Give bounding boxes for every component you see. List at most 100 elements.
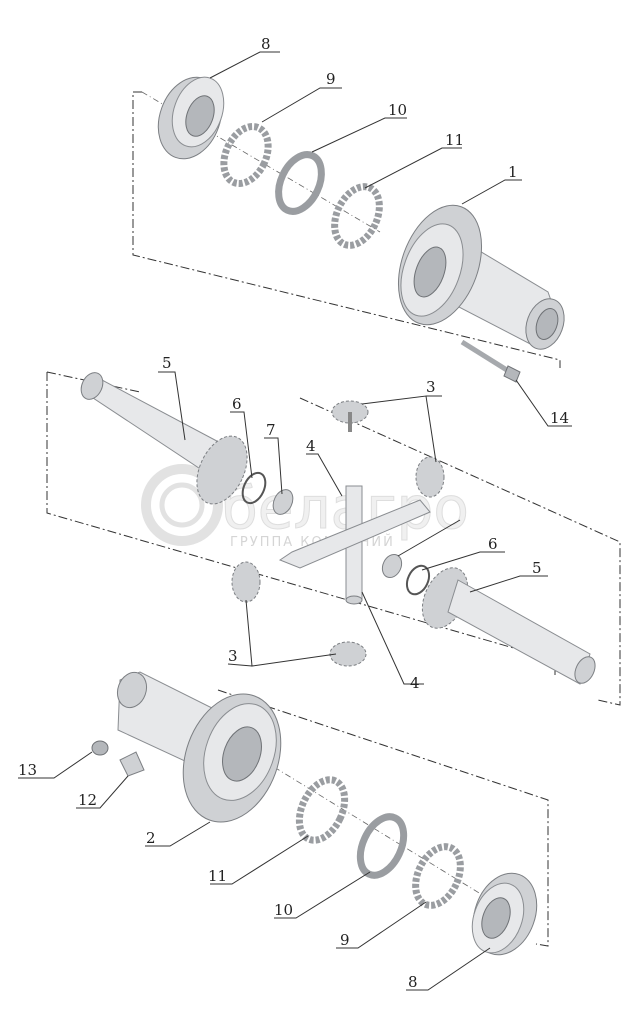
- leader-3-bottom-tail: [227, 663, 253, 667]
- label-9-bottom: 9: [340, 931, 350, 949]
- part-5-left-axle-gear: [80, 372, 248, 505]
- upper-frame-line: [132, 91, 561, 368]
- leader-12: [76, 775, 129, 809]
- part-6-right-ring-icon: [405, 564, 431, 596]
- bolt-shank-icon: [460, 339, 512, 375]
- part-12-lock-plate-icon: [119, 751, 145, 777]
- part-4-spider: [278, 485, 431, 605]
- label-11-bottom: 11: [208, 867, 227, 885]
- toothed-disc-icon: [331, 183, 383, 249]
- lower-axis-line: [229, 739, 516, 916]
- label-6-right: 6: [488, 535, 498, 553]
- bolt-head-icon: [503, 365, 521, 383]
- label-11-top: 11: [445, 131, 464, 149]
- part-3-satellite-bottom: [329, 641, 367, 667]
- housing-inner-icon: [222, 726, 262, 782]
- axle-shaft-icon: [447, 579, 591, 685]
- leader-10-bottom: [274, 871, 371, 919]
- part-6-left-ring-icon: [241, 471, 267, 505]
- part-5-right-axle-gear: [421, 567, 596, 685]
- leader-3-bottom: [245, 599, 337, 667]
- leader-4-bottom: [361, 591, 424, 685]
- part-3-satellite-left: [231, 561, 261, 603]
- label-7: 7: [266, 421, 276, 439]
- middle-right-frame-line: [299, 397, 621, 706]
- label-6-left: 6: [232, 395, 242, 413]
- part-1-housing: [397, 204, 565, 350]
- axle-end-icon: [80, 372, 104, 400]
- leader-1: [461, 179, 522, 205]
- part-10-bottom-plain-disc-icon: [356, 813, 408, 879]
- label-12: 12: [78, 791, 97, 809]
- leader-7-right: [397, 519, 461, 557]
- bevel-gear-icon: [231, 561, 261, 603]
- bevel-gear-icon: [415, 456, 445, 498]
- part-7-washer-icon: [272, 489, 294, 515]
- plain-disc-icon: [275, 151, 325, 215]
- spider-horizontal-arm-icon: [278, 499, 431, 569]
- axle-end-icon: [574, 656, 596, 684]
- leader-11-bottom: [210, 835, 309, 885]
- leader-lines: [18, 51, 572, 991]
- label-5-left: 5: [162, 354, 172, 372]
- part-14-bolt: [460, 339, 521, 383]
- cup-bore-icon: [481, 897, 511, 939]
- leader-5-right: [469, 575, 548, 593]
- bevel-gear-icon: [329, 641, 367, 667]
- label-9-top: 9: [326, 70, 336, 88]
- leader-9-bottom: [336, 901, 427, 949]
- label-8-top: 8: [261, 35, 271, 53]
- part-labels: 8 9 10 11 1 14 5 6 7 4 3 6 5 3 4 13 12 2…: [18, 35, 569, 991]
- leader-5-left: [158, 371, 186, 441]
- leader-7: [264, 437, 283, 495]
- part-8-top-bearing-cup: [157, 76, 225, 160]
- label-13: 13: [18, 761, 37, 779]
- label-10-top: 10: [388, 101, 407, 119]
- watermark-inner-ring-icon: [159, 482, 205, 528]
- leader-13: [18, 751, 93, 779]
- leader-8-top: [209, 51, 280, 79]
- watermark-ring-icon: [141, 464, 223, 546]
- part-13-nut-icon: [91, 740, 109, 756]
- leader-3-top: [361, 395, 437, 463]
- leader-6-right: [421, 551, 505, 571]
- part-8-bottom-bearing-cup: [471, 872, 538, 956]
- housing-inner-icon: [413, 246, 447, 298]
- leader-8-bottom: [406, 947, 491, 991]
- part-2-housing: [116, 671, 282, 823]
- leader-2: [145, 821, 211, 847]
- part-10-top-steel-disc: [275, 151, 325, 215]
- label-8-bottom: 8: [408, 973, 418, 991]
- toothed-disc-icon: [220, 123, 272, 187]
- part-3-satellite-top: [331, 400, 369, 432]
- label-4-top: 4: [306, 437, 316, 455]
- label-5-right: 5: [532, 559, 542, 577]
- label-3-top: 3: [426, 378, 436, 396]
- label-10-bottom: 10: [274, 901, 293, 919]
- leader-10-top: [311, 117, 407, 153]
- leader-6-left: [230, 411, 253, 479]
- part-9-top-friction-disc: [220, 123, 272, 187]
- label-14: 14: [550, 409, 569, 427]
- label-1: 1: [508, 163, 518, 181]
- lower-frame-line: [217, 689, 549, 947]
- part-11-bottom-toothed-disc-icon: [295, 776, 349, 844]
- housing-sleeve-end-icon: [116, 671, 148, 709]
- washer-right-icon: [381, 553, 403, 579]
- part-9-bottom-toothed-disc-icon: [412, 843, 464, 909]
- middle-left-frame-line: [46, 372, 556, 675]
- label-2: 2: [146, 829, 156, 847]
- spider-end-icon: [345, 595, 363, 605]
- label-3-bottom: 3: [228, 647, 238, 665]
- leader-14: [515, 379, 572, 427]
- leader-4-top: [306, 453, 343, 497]
- housing-bore-icon: [535, 308, 559, 340]
- part-3-satellite-right: [415, 456, 445, 498]
- leader-11-top: [364, 147, 462, 189]
- axle-gear-icon: [196, 435, 248, 505]
- leader-9-top: [261, 87, 342, 123]
- part-11-top-friction-disc: [331, 183, 383, 249]
- cup-bore-icon: [185, 95, 215, 137]
- label-4-bottom: 4: [410, 674, 420, 692]
